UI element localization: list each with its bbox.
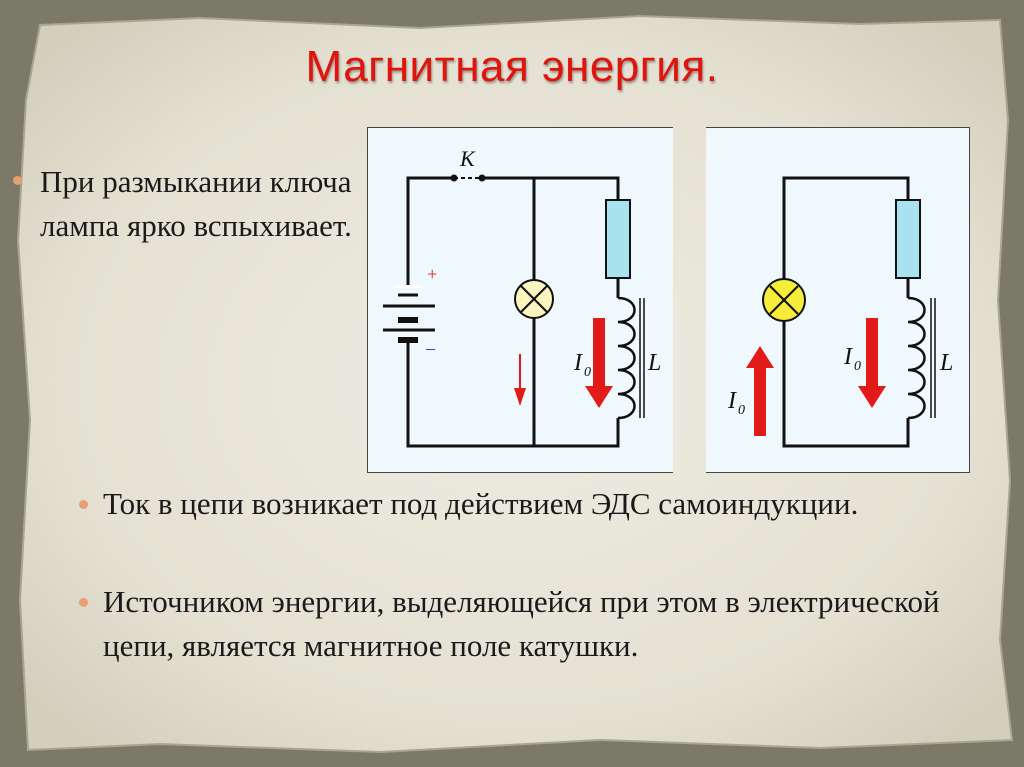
inductor-current-subscript: 0 [854,359,861,374]
lamp-current-arrow [514,354,526,406]
bullet-text: При размыкании ключа лампа ярко вспыхива… [40,164,352,243]
circuit-right-wires [782,176,910,448]
resistor [605,199,631,279]
switch-label: K [459,146,476,171]
bullet-self-induction: Ток в цепи возникает под действием ЭДС с… [79,482,923,526]
inductor-coil: L [907,296,953,420]
circuit-left-svg: K + – [383,146,661,448]
lamp-current-arrow-up: I 0 [727,346,774,436]
bullet-text: Источником энергии, выделяющейся при это… [103,584,940,663]
inductor-label: L [647,350,661,376]
lamp-on [762,278,806,322]
battery: + – [383,264,438,358]
battery-plus: + [426,264,438,284]
lamp-current-label: I [727,388,737,414]
switch-k: K [450,146,486,182]
bullet-lamp-flash: При размыкании ключа лампа ярко вспыхива… [13,160,370,248]
slide-title: Магнитная энергия. [305,42,719,91]
circuit-left-wires [406,176,620,448]
lamp-off [514,279,554,319]
inductor-coil: L [617,296,661,420]
bullet-text: Ток в цепи возникает под действием ЭДС с… [103,486,859,521]
inductor-label: L [939,350,953,376]
bullet-dot [79,500,88,509]
lamp-current-subscript: 0 [738,403,745,418]
circuit-diagram-right: I 0 L I 0 [706,127,970,473]
circuit-diagram-left: K + – [367,127,673,473]
bullet-dot [79,598,88,607]
inductor-current-label: I [843,344,853,370]
inductor-current-arrow: I 0 [843,318,886,408]
inductor-current-label: I [573,350,583,376]
bullet-dot [13,176,22,185]
resistor [895,199,921,279]
battery-minus: – [425,338,436,358]
inductor-current-arrow: I 0 [573,318,613,408]
circuit-right-svg: I 0 L I 0 [727,176,953,448]
bullet-energy-source: Источником энергии, выделяющейся при это… [79,580,963,668]
inductor-current-subscript: 0 [584,365,591,380]
